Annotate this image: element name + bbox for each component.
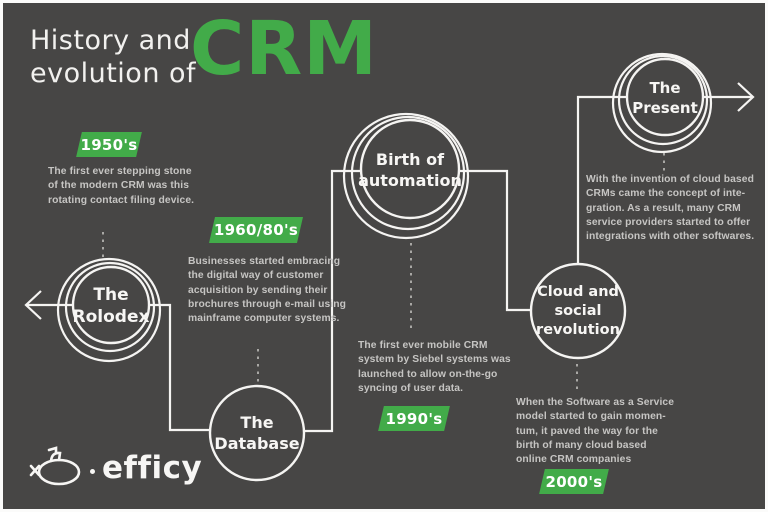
- rolodex-inner-ring: [64, 261, 156, 353]
- cloud-node: [529, 262, 627, 360]
- description-1950s: The first ever stepping stone of the mod…: [48, 166, 195, 206]
- node-label-automation: Birth of automation: [358, 150, 462, 190]
- era-badge-label: 1950's: [80, 135, 138, 154]
- era-badge-label: 1990's: [385, 409, 443, 428]
- era-badge-1990s: 1990's: [378, 406, 450, 431]
- present-inner-ring: [617, 54, 709, 146]
- header: History and evolution of CRM: [30, 12, 377, 90]
- connector-database-automation: [304, 169, 362, 433]
- connector-cloud-present: [576, 95, 628, 265]
- era-badge-label: 1960/80's: [213, 221, 299, 239]
- database-node: [208, 384, 306, 482]
- description-1960-80s: Businesses started embracing the digital…: [188, 256, 347, 325]
- present-outer-ring: [611, 52, 713, 154]
- rolodex-node: [71, 265, 151, 345]
- automation-node: [359, 118, 461, 220]
- logo-dot: [90, 468, 95, 474]
- arrow-right-head-icon: [737, 82, 755, 112]
- description-1990s: The first ever mobile CRM system by Sieb…: [358, 340, 511, 394]
- submarine-icon: [29, 446, 81, 486]
- node-label-rolodex: The Rolodex: [72, 285, 150, 327]
- era-badge-2000s: 2000's: [539, 469, 609, 494]
- connector-automation-cloud: [459, 169, 532, 312]
- arrow-left-head-icon: [24, 290, 42, 320]
- rolodex-outer-ring: [56, 257, 162, 363]
- page-title: History and evolution of: [30, 25, 197, 89]
- era-badge-1960-80s: 1960/80's: [208, 217, 304, 243]
- era-badge-1950s: 1950's: [76, 132, 142, 157]
- logo-text: efficy: [102, 450, 203, 486]
- callout-dashed-lines: [102, 153, 665, 393]
- node-label-database: The Database: [214, 413, 300, 453]
- description-2000s: When the Software as a Service model sta…: [516, 397, 675, 466]
- node-label-present: The Present: [632, 79, 698, 117]
- milestone-nodes: [56, 52, 713, 482]
- brand-logo: efficy: [26, 444, 202, 490]
- page-title-highlight: CRM: [190, 6, 378, 92]
- node-label-cloud: Cloud and social revolution: [536, 284, 620, 338]
- present-node: [625, 57, 705, 137]
- description-present: With the invention of cloud based CRMs c…: [586, 174, 755, 243]
- automation-outer-ring: [342, 112, 470, 240]
- era-badge-label: 2000's: [545, 472, 603, 491]
- automation-inner-ring: [350, 115, 466, 231]
